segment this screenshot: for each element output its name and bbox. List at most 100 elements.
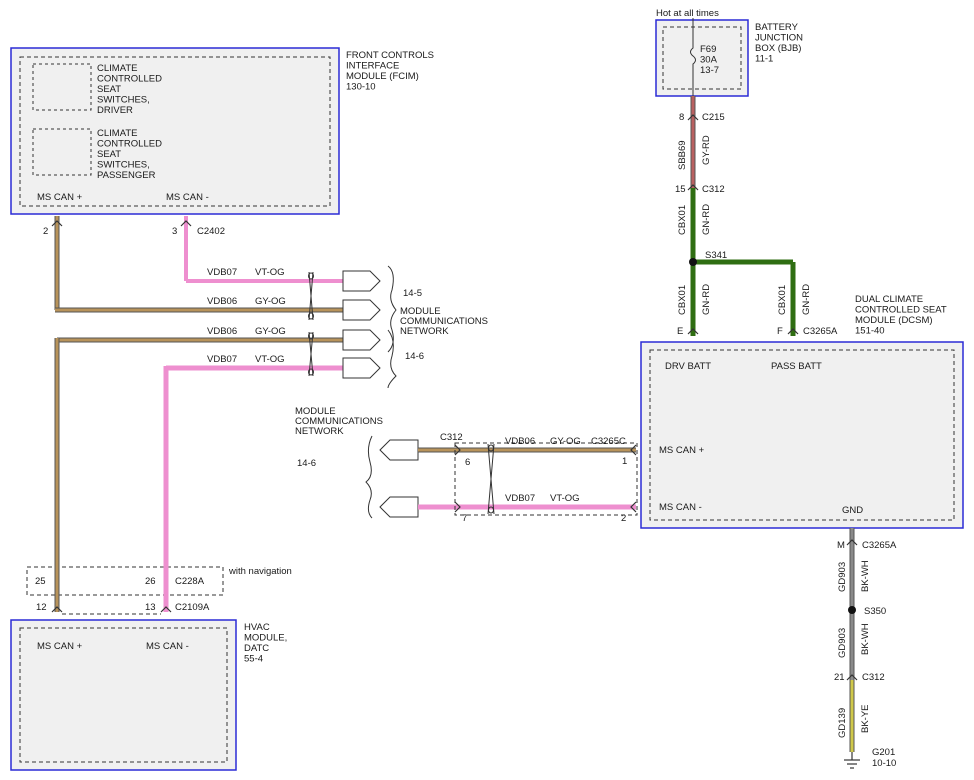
gd139-color: BK-YE	[860, 704, 871, 733]
driver-switch-box	[32, 63, 92, 111]
fcim-box	[10, 47, 340, 215]
dcsm-inner-dashed	[649, 349, 955, 521]
wire-hvac-vdb06	[54, 337, 343, 612]
dcsm-pass-batt: PASS BATT	[771, 361, 822, 372]
sbb69-color: GY-RD	[701, 135, 712, 165]
fcim-pin-3: 3	[172, 226, 177, 237]
vdb06-c-color: GY-OG	[550, 436, 581, 447]
c312-c3265c-pins	[454, 444, 637, 513]
c312-left-label: C312	[440, 432, 463, 443]
power-pins	[687, 114, 799, 335]
hvac-can-minus: MS CAN -	[146, 641, 189, 652]
cbx01-circuit: CBX01	[677, 205, 688, 235]
c215-label: C215	[702, 112, 725, 123]
c2109a-label: C2109A	[175, 602, 210, 613]
c3265c-pin-1: 1	[622, 456, 627, 467]
c3265a-power-label: C3265A	[803, 326, 838, 337]
c2402-pins	[51, 220, 192, 227]
twisted-pair-mid	[308, 331, 314, 377]
c312-pin-7: 7	[462, 513, 467, 524]
c2109a-pins	[51, 606, 172, 613]
dcsm-can-plus: MS CAN +	[659, 445, 705, 456]
ground-symbol	[844, 752, 860, 769]
c228a-label: C228A	[175, 576, 205, 587]
pin-m: M	[837, 540, 845, 551]
network-arrows-left	[379, 439, 419, 518]
cbx01-color: GN-RD	[701, 204, 712, 235]
twisted-pair-lower	[487, 443, 495, 515]
c2109a-pin-13: 13	[145, 602, 156, 613]
c228a-note: with navigation	[228, 566, 292, 577]
fcim-pin-2: 2	[43, 226, 48, 237]
vdb06-a-color: GY-OG	[255, 296, 286, 307]
s341-splice	[689, 258, 697, 266]
dcsm-box	[640, 341, 964, 529]
sbb69-circuit: SBB69	[677, 140, 688, 170]
twisted-pair-top	[308, 271, 314, 321]
pin-15: 15	[675, 184, 686, 195]
vdb06-a-circuit: VDB06	[207, 296, 237, 307]
gd903-a-circuit: GD903	[837, 562, 848, 592]
vdb07-c-circuit: VDB07	[505, 493, 535, 504]
dcsm-drv-batt: DRV BATT	[665, 361, 711, 372]
fcim-can-plus-pin: MS CAN +	[37, 192, 83, 203]
network-brace-right	[387, 265, 397, 389]
bjb-inner-dashed	[662, 26, 742, 90]
c2402-label: C2402	[197, 226, 225, 237]
wire-fcim-vdb06	[54, 216, 343, 313]
c228a-pin-26: 26	[145, 576, 156, 587]
dcsm-module: DRV BATT PASS BATT MS CAN + MS CAN - GND…	[640, 294, 964, 529]
c312-pin-6: 6	[465, 457, 470, 468]
c3265c-pin-2: 2	[621, 513, 626, 524]
ground-pins	[846, 539, 858, 681]
pin-e: E	[677, 326, 683, 337]
g201-ref: 10-10	[872, 758, 896, 769]
c3265c-label: C3265C	[591, 436, 626, 447]
dcsm-can-minus: MS CAN -	[659, 502, 702, 513]
wire-hvac-vdb07	[163, 365, 343, 612]
network-left-ref: 14-6	[297, 458, 316, 469]
pin-f: F	[777, 326, 783, 337]
hvac-box	[10, 619, 237, 771]
network-right-ref-a: 14-5	[403, 288, 422, 299]
vdb06-b-circuit: VDB06	[207, 326, 237, 337]
c312-power-label: C312	[702, 184, 725, 195]
fuse-symbol	[690, 40, 696, 96]
vdb06-b-color: GY-OG	[255, 326, 286, 337]
g201-label: G201	[872, 747, 895, 758]
vdb07-c-color: VT-OG	[550, 493, 580, 504]
fcim-can-minus-pin: MS CAN -	[166, 192, 209, 203]
gd903-a-color: BK-WH	[860, 560, 871, 592]
fcim-inner-dashed	[19, 56, 331, 207]
c228a-pin-25: 25	[35, 576, 46, 587]
vdb07-b-circuit: VDB07	[207, 354, 237, 365]
vdb07-b-color: VT-OG	[255, 354, 285, 365]
vdb06-c-circuit: VDB06	[505, 436, 535, 447]
cbx01-f-color: GN-RD	[801, 284, 812, 315]
network-brace-left	[365, 435, 373, 519]
wire-fcim-vdb07	[184, 216, 343, 283]
c3265a-gnd-label: C3265A	[862, 540, 897, 551]
network-arrows-right	[342, 270, 381, 379]
cbx01-e-circuit: CBX01	[677, 285, 688, 315]
s350-label: S350	[864, 606, 886, 617]
c228a-dashed-box	[26, 566, 224, 596]
network-right-ref-b: 14-6	[405, 351, 424, 362]
hvac-inner-dashed	[19, 627, 228, 763]
gd903-b-color: BK-WH	[860, 623, 871, 655]
s341-label: S341	[705, 250, 727, 261]
vdb07-a-color: VT-OG	[255, 267, 285, 278]
cbx01-e-color: GN-RD	[701, 284, 712, 315]
